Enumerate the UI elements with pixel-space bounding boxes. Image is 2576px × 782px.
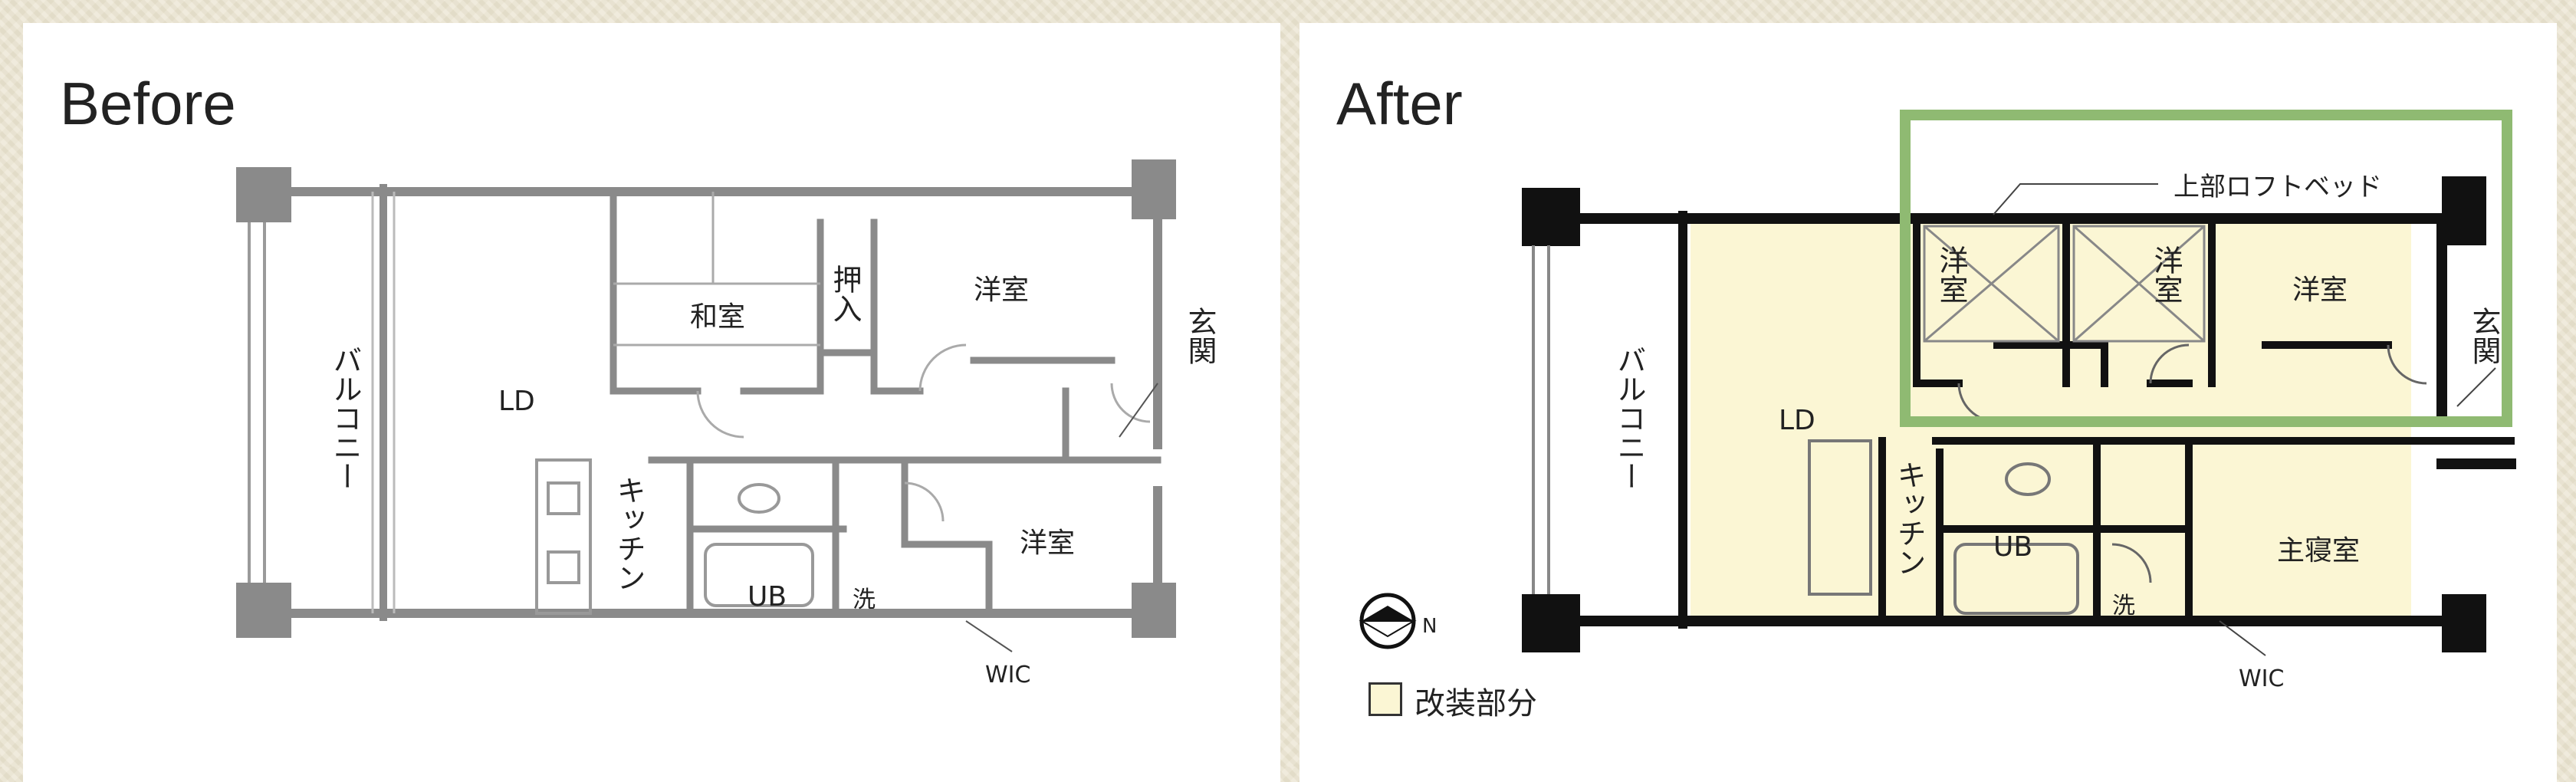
after-floorplan: N バルコニー LD 上部ロフトベッド 洋室 洋室 洋室 玄関 キッチン UB …: [1359, 110, 2516, 692]
legend-label: 改装部分: [1414, 686, 1537, 721]
after-loft-leader: [1993, 183, 2158, 215]
after-kitchen-counter: [1808, 439, 1872, 596]
after-door-wic: [2111, 543, 2152, 583]
before-column-bl: [236, 583, 291, 638]
after-door-room3: [2387, 344, 2427, 385]
after-loft-bed-1-x2: [1924, 225, 2059, 343]
after-label-youshitsu-3: 洋室: [2292, 274, 2348, 306]
after-door-room2: [2149, 343, 2190, 384]
before-label-sen: 洗: [853, 586, 876, 613]
before-label-genkan: 玄関: [1183, 307, 1217, 365]
after-label-loft-note: 上部ロフトベッド: [2174, 172, 2382, 202]
before-door-youshitsu: [918, 343, 967, 392]
after-label-wic: WIC: [2239, 665, 2284, 692]
after-wic-leader: [2219, 620, 2266, 656]
before-label-oshiire: 押入: [828, 264, 862, 323]
before-title: Before: [60, 70, 236, 137]
before-genkan-leader: [1119, 383, 1158, 438]
before-kitchen-sink: [547, 481, 580, 515]
before-bathtub: [704, 543, 814, 607]
after-label-sen: 洗: [2112, 593, 2135, 619]
after-column-br: [2442, 594, 2486, 652]
after-label-kitchen: キッチン: [1892, 460, 1926, 577]
after-highlight-frame: [1900, 110, 2512, 427]
after-label-youshitsu-2: 洋室: [2149, 245, 2183, 304]
legend-swatch: [1368, 682, 1402, 716]
before-label-ub: UB: [748, 581, 787, 613]
after-label-ub: UB: [1993, 531, 2032, 563]
after-loft-bed-1: [1923, 225, 2060, 343]
before-column-tl: [236, 167, 291, 222]
after-genkan-leader: [2456, 367, 2496, 407]
before-floorplan: バルコニー LD 和室 押入 洋室 玄関 キッチン UB 洗 洋室 WIC: [236, 159, 1217, 688]
before-kitchen-counter: [535, 458, 592, 615]
after-column-tr: [2442, 176, 2486, 245]
before-column-br: [1132, 583, 1176, 638]
before-door-washitsu: [696, 390, 744, 439]
after-bathtub: [1953, 543, 2079, 615]
before-label-youshitsu-right: 洋室: [1020, 527, 1075, 559]
after-panel: After: [1300, 23, 2557, 782]
before-door-wic: [904, 481, 945, 522]
after-loft-bed-2: [2072, 225, 2206, 343]
before-label-ld: LD: [498, 386, 535, 417]
after-column-tl: [1522, 188, 1580, 246]
after-label-genkan: 玄関: [2467, 307, 2501, 365]
after-label-ld: LD: [1779, 405, 1815, 436]
north-arrow-icon: [1359, 593, 1417, 649]
after-title: After: [1336, 70, 1463, 137]
after-column-bl: [1522, 594, 1580, 652]
before-label-washitsu: 和室: [690, 301, 745, 333]
after-north-label: N: [1422, 615, 1437, 638]
after-toilet: [2005, 462, 2051, 496]
after-label-youshitsu-1: 洋室: [1934, 245, 1968, 304]
after-label-balcony: バルコニー: [1612, 345, 1646, 491]
after-loft-bed-2-x2: [2073, 225, 2205, 343]
before-door-genkan: [1110, 383, 1151, 423]
before-panel: Before: [23, 23, 1280, 782]
before-label-balcony: バルコニー: [328, 345, 362, 491]
before-toilet: [738, 483, 780, 514]
before-wic-leader: [965, 620, 1013, 652]
before-kitchen-stove: [547, 550, 580, 584]
before-label-kitchen: キッチン: [612, 475, 646, 592]
before-label-youshitsu-top: 洋室: [974, 274, 1029, 306]
before-column-tr: [1132, 159, 1176, 219]
before-label-wic: WIC: [985, 662, 1030, 688]
after-label-master: 主寝室: [2277, 535, 2360, 567]
